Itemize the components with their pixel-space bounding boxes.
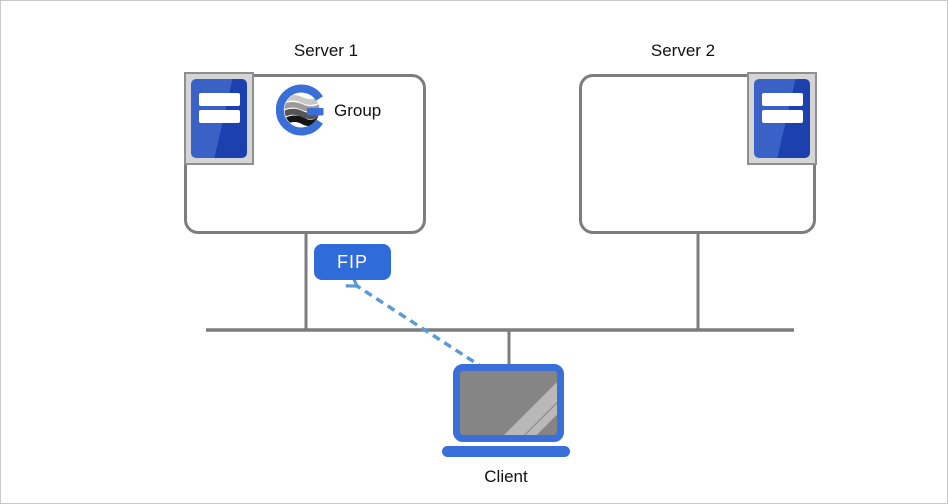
client-label: Client [484, 467, 528, 486]
server1-title: Server 1 [293, 41, 359, 60]
screen-glare-stripe [482, 371, 557, 435]
server2-title: Server 2 [650, 41, 716, 60]
fip-badge: FIP [314, 244, 391, 280]
globe-g-icon [276, 84, 324, 136]
server-tower-body [191, 79, 247, 158]
laptop-screen [453, 364, 564, 442]
laptop-base [442, 446, 570, 457]
server2-server-icon [747, 72, 817, 165]
server-slot-bar [199, 93, 240, 106]
server-slot-bar [199, 110, 240, 123]
server1-server-icon [184, 72, 254, 165]
laptop-icon [442, 364, 570, 457]
server-slot-bar [762, 93, 803, 106]
server-slot-bar [762, 110, 803, 123]
server-tower-body [754, 79, 810, 158]
group-label: Group [334, 101, 382, 120]
